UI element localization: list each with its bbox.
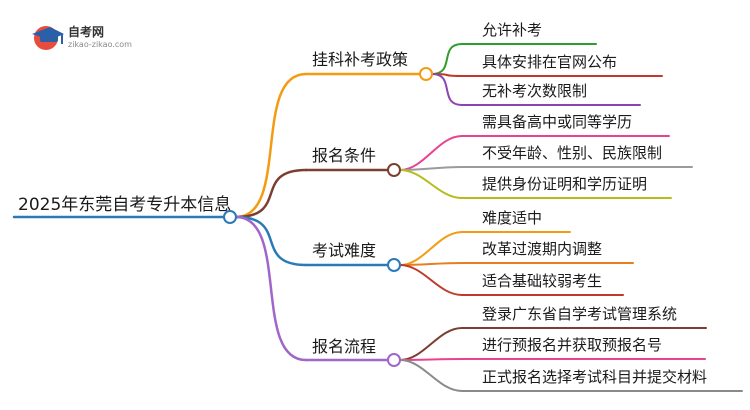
leaf-label: 登录广东省自学考试管理系统 [482,305,678,323]
leaf-label: 提供身份证明和学历证明 [482,175,648,193]
site-logo[interactable]: 自考网 zikao-zikao.com [28,20,138,56]
branch-node-circle[interactable] [387,258,401,272]
leaf-connector [431,73,463,106]
branch-connector [234,168,308,219]
leaf-connector [399,327,463,361]
leaf-label: 正式报名选择考试科目并提交材料 [482,368,708,386]
root-node-circle[interactable] [223,210,237,224]
logo-title: 自考网 [68,25,105,39]
branch-connector [234,215,308,362]
leaf-label: 进行预报名并获取预报名号 [482,336,663,354]
leaf-label: 改革过渡期内调整 [482,240,603,258]
leaf-label: 不受年龄、性别、民族限制 [482,144,663,162]
leaf-label: 适合基础较弱考生 [482,272,603,290]
branch-connector [234,72,308,219]
branch-connector [234,215,308,267]
leaf-label: 无补考次数限制 [482,82,588,100]
logo-url: zikao-zikao.com [68,40,132,49]
leaf-label: 允许补考 [482,21,543,39]
leaf-connector [431,43,463,75]
branch-label: 报名流程 [312,337,377,356]
branch-node-circle[interactable] [387,353,401,367]
leaf-connector [399,358,463,361]
leaf-label: 具体安排在官网公布 [482,53,618,71]
leaf-connector [399,359,463,392]
branch-label: 挂科补考政策 [312,50,409,69]
branch-node-circle[interactable] [419,67,433,81]
leaf-label: 难度适中 [482,209,543,227]
branch-label: 考试难度 [312,241,377,260]
graduation-cap-icon [32,26,64,50]
leaf-label: 需具备高中或同等学历 [482,113,633,131]
branch-node-circle[interactable] [387,163,401,177]
root-node-label: 2025年东莞自考专升本信息 [18,195,232,215]
branch-label: 报名条件 [312,146,377,165]
leaf-connector [399,264,463,296]
leaf-connector [399,169,463,199]
leaf-connector [399,231,463,266]
leaf-connector [399,135,463,171]
